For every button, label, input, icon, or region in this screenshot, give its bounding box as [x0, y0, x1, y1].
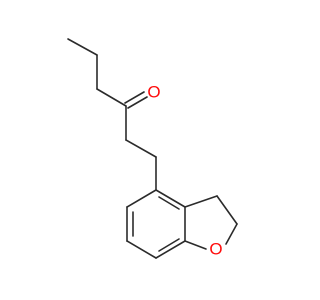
ring-oxygen-label: O [209, 240, 222, 259]
bond-ring-inner-1 [158, 196, 180, 210]
bond-ring-c7b-c6 [126, 240, 157, 259]
bond-ring-c7a-c7b [155, 240, 186, 259]
structure-canvas: O O [67, 38, 238, 259]
molecule-structure: O O [67, 38, 238, 259]
bond-furan-c3a-c3 [184, 195, 218, 208]
bond-furan-c2-o [225, 223, 238, 245]
bond-ring-inner-2 [158, 238, 180, 252]
bond-c4-o-double-a [124, 91, 145, 104]
bond-c5-c6 [125, 139, 157, 158]
bond-furan-o-c7a [184, 240, 207, 250]
carbonyl-oxygen-label: O [147, 83, 160, 102]
bond-c4-o-double-b [127, 96, 148, 109]
bond-furan-c3-c2 [216, 195, 238, 225]
bond-ring-c5-c7 [126, 189, 157, 208]
bond-c1-c2 [67, 38, 98, 56]
bond-ring-c7-c3a [155, 189, 186, 208]
bond-c3-c4 [96, 88, 127, 107]
